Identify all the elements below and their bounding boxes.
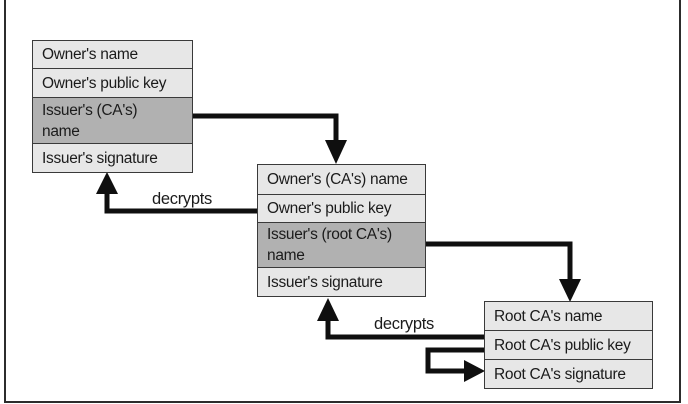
cert-row-root-ca-public-key: Root CA's public key [484, 330, 653, 360]
ca-certificate-box: Owner's (CA's) name Owner's public key I… [257, 164, 426, 297]
root-ca-certificate-box: Root CA's name Root CA's public key Root… [484, 301, 653, 389]
issuer-name-to-ca-cert-arrow-shaft [193, 113, 339, 141]
decrypts-label-owner: decrypts [152, 190, 212, 208]
arrowhead-up-into-owner-signature [96, 172, 118, 194]
arrowhead-right-into-root-signature [464, 360, 485, 382]
decrypts-label-ca: decrypts [374, 315, 434, 333]
cert-row-ca-public-key: Owner's public key [257, 194, 426, 223]
cert-row-owner-public-key: Owner's public key [32, 68, 193, 98]
cert-row-owner-name: Owner's name [32, 40, 193, 69]
cert-row-owner-ca-name: Owner's (CA's) name [257, 164, 426, 195]
cert-row-issuer-ca-name: Issuer's (CA's) name [32, 97, 193, 144]
cert-row-root-ca-name: Root CA's name [484, 301, 653, 331]
root-public-key-decrypts-arrow-shaft [325, 320, 484, 340]
arrowhead-down-into-ca-cert [325, 140, 347, 164]
cert-row-ca-issuer-signature: Issuer's signature [257, 267, 426, 297]
arrowhead-down-into-root-cert [559, 279, 581, 302]
arrowhead-up-into-ca-signature [317, 298, 339, 321]
issuer-name-to-root-cert-arrow-shaft [426, 241, 573, 280]
cert-row-issuer-root-ca-name: Issuer's (root CA's) name [257, 222, 426, 268]
cert-row-issuer-signature: Issuer's signature [32, 143, 193, 173]
ca-public-key-decrypts-arrow-shaft [104, 193, 257, 214]
owner-certificate-box: Owner's name Owner's public key Issuer's… [32, 40, 193, 173]
cert-row-root-ca-signature: Root CA's signature [484, 359, 653, 389]
root-self-signature-loop-shaft [425, 347, 484, 374]
